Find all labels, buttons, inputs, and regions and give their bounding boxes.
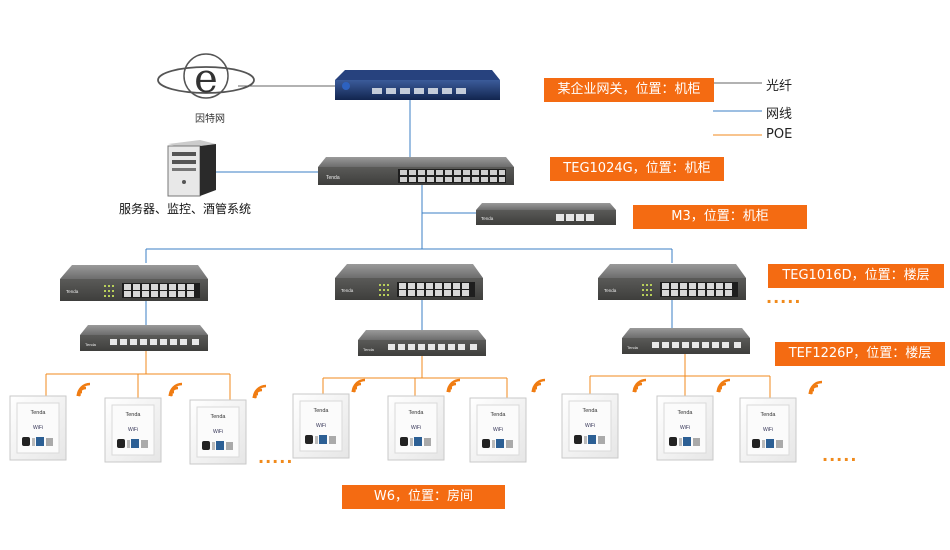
more-indicator: ..... (822, 446, 858, 465)
more-indicator: ..... (766, 288, 802, 307)
ap-panel (189, 399, 247, 465)
wifi-signal-icon (168, 382, 184, 398)
wifi-signal-icon (252, 384, 268, 400)
legend-poe: POE (766, 127, 793, 142)
fiber-links (238, 82, 762, 87)
core-switch: Tenda (318, 157, 514, 185)
internet-icon: e (157, 53, 255, 102)
gateway-label: 某企业网关，位置：机柜 (544, 78, 714, 102)
more-indicator: ..... (258, 448, 294, 467)
gateway-device (335, 70, 500, 100)
wifi-signal-icon (76, 382, 92, 398)
floor-switch-2 (335, 264, 483, 300)
poe-switch-2 (358, 330, 486, 356)
lan-links (145, 100, 762, 330)
floor-switch-1 (60, 265, 208, 301)
wifi-signal-icon (531, 378, 547, 394)
core-switch-label: TEG1024G，位置：机柜 (550, 157, 724, 181)
svg-text:Tenda: Tenda (481, 216, 494, 221)
server-icon (167, 140, 216, 197)
ap-panel (104, 397, 162, 463)
ap-panel (656, 395, 714, 461)
server-caption: 服务器、监控、酒管系统 (119, 202, 252, 216)
svg-text:Tenda: Tenda (326, 175, 340, 181)
ap-panel (739, 397, 797, 463)
wifi-signal-icon (351, 378, 367, 394)
ap-panel (387, 395, 445, 461)
poe-switch-label: TEF1226P，位置：楼层 (775, 342, 945, 366)
m3-label: M3，位置：机柜 (633, 205, 807, 229)
m3-controller: Tenda (476, 203, 616, 225)
floor-switch-label: TEG1016D，位置：楼层 (768, 264, 944, 288)
svg-text:e: e (194, 56, 218, 102)
ap-label: W6，位置：房间 (342, 485, 505, 509)
wifi-signal-icon (808, 380, 824, 396)
ap-panel (292, 393, 350, 459)
wifi-signal-icon (632, 378, 648, 394)
internet-caption: 因特网 (195, 114, 225, 125)
floor-switch-3 (598, 264, 746, 300)
poe-switch-3 (622, 328, 750, 354)
ap-panel (9, 395, 67, 461)
ap-panel (469, 397, 527, 463)
legend-fiber: 光纤 (766, 79, 793, 94)
legend-lan: 网线 (766, 107, 793, 122)
wifi-signal-icon (716, 378, 732, 394)
wifi-signal-icon (446, 378, 462, 394)
ap-panel (561, 393, 619, 459)
poe-links (45, 134, 771, 400)
poe-switch-1 (80, 325, 208, 351)
